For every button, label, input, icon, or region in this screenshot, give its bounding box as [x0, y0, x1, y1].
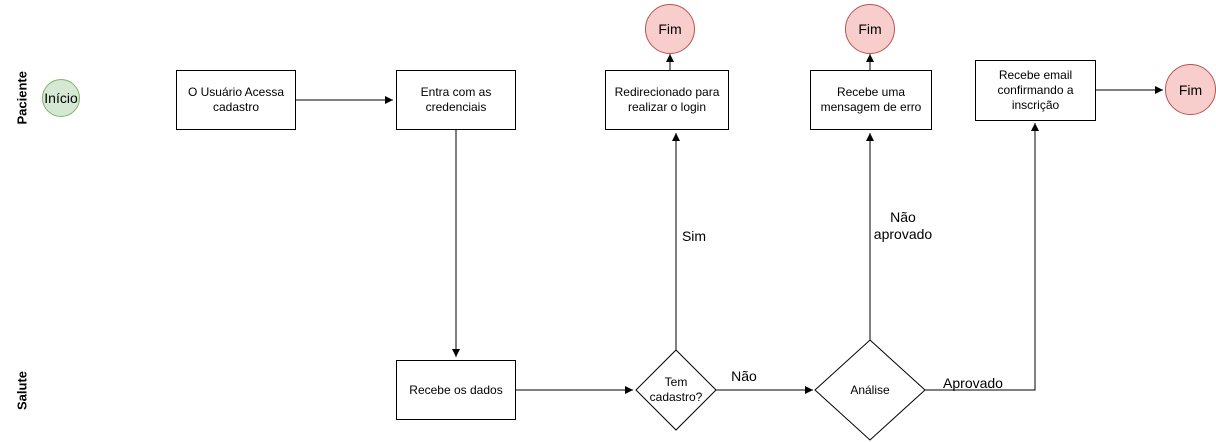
decision-diamond-shape [635, 349, 717, 431]
analysis-diamond-shape [814, 339, 926, 441]
confirm-email-box[interactable]: Recebe email confirmando a inscrição [975, 60, 1096, 121]
edge-label-no: Não [731, 368, 757, 384]
end-node-2[interactable]: Fim [845, 4, 895, 54]
end-node-1[interactable]: Fim [645, 4, 695, 54]
start-node[interactable]: Início [42, 79, 80, 117]
edge-label-not-approved: Não aprovado [873, 209, 933, 242]
redirect-login-box[interactable]: Redirecionado para realizar o login [605, 70, 729, 130]
analysis-decision[interactable]: Análise [850, 382, 890, 397]
end-node-3[interactable]: Fim [1165, 64, 1216, 115]
enter-credentials-box[interactable]: Entra com as credenciais [396, 70, 516, 130]
lane-label-patient: Paciente [14, 71, 30, 125]
edge-label-approved: Aprovado [943, 375, 1003, 391]
error-message-box[interactable]: Recebe uma mensagem de erro [810, 70, 932, 130]
lane-label-system: Salute [14, 371, 30, 411]
edge-analysis-to-confirm-email [925, 123, 1039, 391]
access-signup-box[interactable]: O Usuário Acessa cadastro [176, 70, 296, 130]
has-account-decision[interactable]: Tem cadastro? [649, 375, 703, 404]
edge-label-yes: Sim [681, 228, 707, 244]
receive-data-box[interactable]: Recebe os dados [396, 360, 516, 420]
